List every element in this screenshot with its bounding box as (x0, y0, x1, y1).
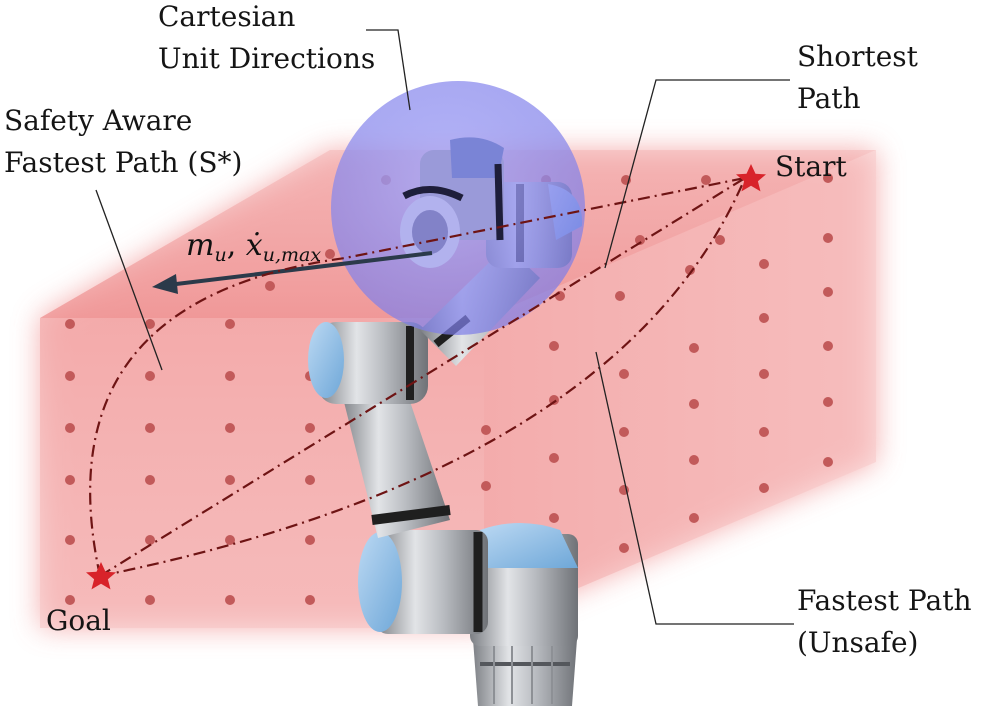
label-safety-aware-path: Safety Aware Fastest Path (S*) (4, 100, 242, 184)
label-shortest-line2: Path (797, 82, 861, 115)
label-goal: Goal (46, 600, 111, 642)
unit-direction-arrow (152, 251, 433, 294)
label-start-text: Start (775, 150, 847, 183)
vector-sub-m: u (214, 244, 227, 266)
vector-annotation: mu, ẋu,max (186, 228, 321, 266)
shortest-path (99, 177, 746, 577)
leader-cartesian (366, 29, 411, 111)
label-fastest-path-unsafe: Fastest Path (Unsafe) (797, 580, 972, 664)
leader-unsafe (595, 351, 794, 625)
goal-star-icon (86, 562, 116, 590)
vector-symbol-m: m (186, 228, 215, 263)
label-cartesian-line2: Unit Directions (158, 42, 376, 75)
robot-lower-arm (340, 366, 450, 538)
cartesian-unit-sphere (331, 81, 585, 335)
label-cartesian-line1: Cartesian (158, 0, 296, 33)
safety-aware-fastest-path (89, 176, 746, 577)
label-shortest-path: Shortest Path (797, 36, 918, 120)
label-safety-line1: Safety Aware (4, 104, 193, 137)
label-goal-text: Goal (46, 604, 111, 637)
fastest-path-unsafe (99, 177, 747, 578)
label-cartesian-unit-directions: Cartesian Unit Directions (158, 0, 375, 80)
label-shortest-line1: Shortest (797, 40, 918, 73)
workspace-dots (65, 173, 833, 605)
markers (86, 164, 766, 590)
label-start: Start (775, 146, 847, 188)
workspace-side-face (484, 150, 876, 628)
vector-symbol-xdot: ẋ (245, 228, 263, 263)
label-safety-line2: Fastest Path (S*) (4, 146, 243, 179)
start-star-icon (736, 164, 766, 192)
label-unsafe-line1: Fastest Path (797, 584, 972, 617)
leader-shortest (604, 79, 790, 269)
leader-lines (95, 29, 794, 625)
paths (89, 176, 747, 578)
vector-separator: , (226, 228, 237, 263)
vector-sub-x: u,max (262, 244, 322, 266)
leader-safety (95, 189, 163, 371)
label-unsafe-line2: (Unsafe) (797, 626, 919, 659)
